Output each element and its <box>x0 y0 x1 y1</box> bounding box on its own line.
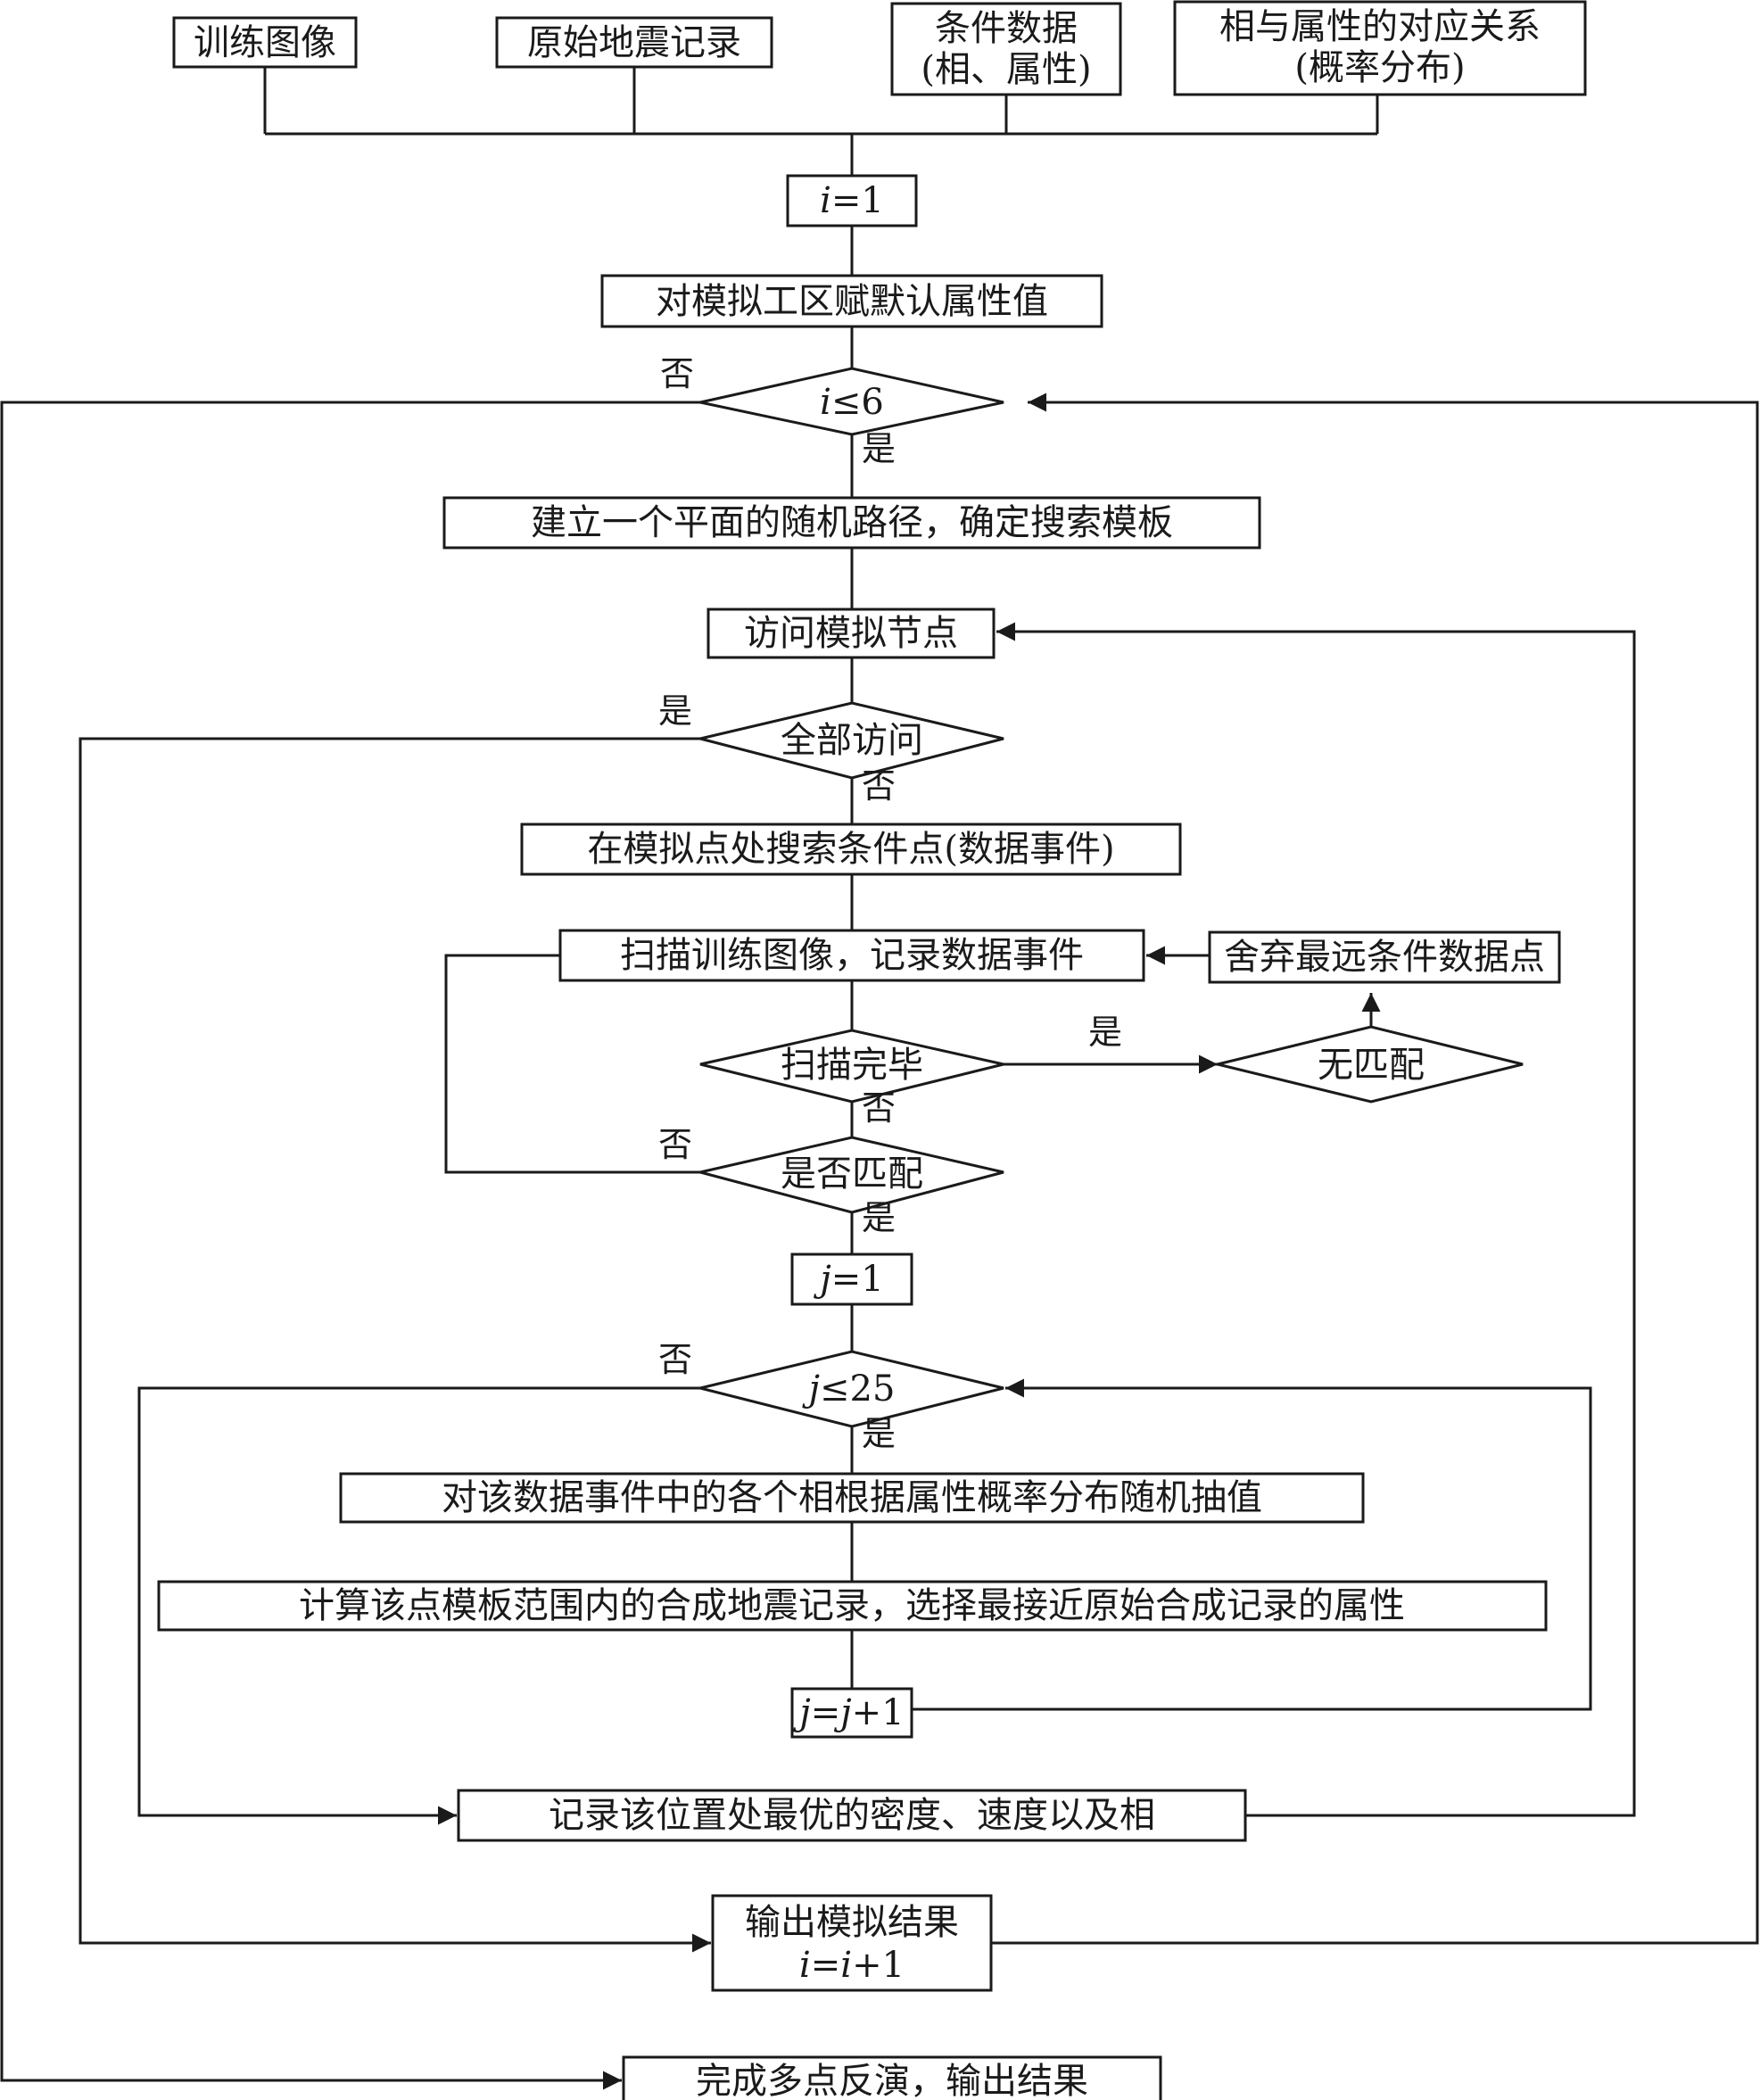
step-visit-node: 访问模拟节点 <box>706 608 996 659</box>
step-random-draw: 对该数据事件中的各个相根据属性概率分布随机抽值 <box>339 1472 1365 1524</box>
label-no-i: 否 <box>660 354 694 393</box>
step-finish: 完成多点反演，输出结果 <box>622 2055 1162 2100</box>
decision-all-visited-label: 全部访问 <box>781 720 923 761</box>
input-facies-attribute-line2: (概率分布) <box>1294 47 1465 88</box>
step-random-path: 建立一个平面的随机路径，确定搜索模板 <box>442 496 1261 550</box>
decision-scan-done: 扫描完毕 <box>699 1029 1004 1104</box>
connectors <box>0 67 1759 2090</box>
step-discard-farthest: 舍弃最远条件数据点 <box>1208 930 1561 984</box>
label-yes-is-match: 是 <box>862 1198 896 1237</box>
step-init-i: i=1 <box>786 174 918 227</box>
label-yes-i: 是 <box>862 429 896 468</box>
step-init-j: j=1 <box>790 1253 913 1306</box>
input-training-image-label: 训练图像 <box>194 22 336 63</box>
label-no-scan-done: 否 <box>862 1088 896 1128</box>
step-inc-j-label: j=j+1 <box>792 1692 904 1733</box>
step-assign-default-label: 对模拟工区赋默认属性值 <box>656 281 1048 322</box>
input-conditional-data-line2: (相、属性) <box>921 49 1091 90</box>
step-discard-farthest-label: 舍弃最远条件数据点 <box>1224 937 1545 978</box>
step-compute-synthetic: 计算该点模板范围内的合成地震记录，选择最接近原始合成记录的属性 <box>157 1580 1548 1632</box>
input-conditional-data: 条件数据 (相、属性) <box>890 2 1122 96</box>
input-training-image: 训练图像 <box>172 16 358 69</box>
step-random-draw-label: 对该数据事件中的各个相根据属性概率分布随机抽值 <box>442 1477 1262 1518</box>
step-search-conditional-label: 在模拟点处搜索条件点(数据事件) <box>587 829 1114 870</box>
input-raw-seismic: 原始地震记录 <box>495 16 773 69</box>
step-visit-node-label: 访问模拟节点 <box>744 613 958 654</box>
input-conditional-data-line1: 条件数据 <box>935 8 1078 49</box>
label-yes-j: 是 <box>862 1414 896 1453</box>
step-output-line2: i=i+1 <box>799 1945 905 1986</box>
step-random-path-label: 建立一个平面的随机路径，确定搜索模板 <box>531 502 1173 543</box>
step-scan-training: 扫描训练图像，记录数据事件 <box>558 929 1145 982</box>
label-no-is-match: 否 <box>658 1125 692 1164</box>
decision-no-match-label: 无匹配 <box>1318 1045 1425 1086</box>
label-yes-scan-done: 是 <box>1088 1013 1122 1052</box>
step-output-line1: 输出模拟结果 <box>745 1902 959 1943</box>
step-output: 输出模拟结果 i=i+1 <box>711 1894 993 1992</box>
step-compute-synthetic-label: 计算该点模板范围内的合成地震记录，选择最接近原始合成记录的属性 <box>299 1585 1405 1626</box>
label-yes-all-visited: 是 <box>658 691 692 731</box>
step-inc-j: j=j+1 <box>790 1687 913 1739</box>
step-search-conditional: 在模拟点处搜索条件点(数据事件) <box>520 823 1182 876</box>
step-assign-default: 对模拟工区赋默认属性值 <box>600 274 1103 328</box>
step-record-optimal: 记录该位置处最优的密度、速度以及相 <box>457 1789 1247 1842</box>
branch-labels: 否 是 是 否 是 否 否 是 否 是 <box>658 354 1122 1453</box>
decision-no-match: 无匹配 <box>1217 1025 1524 1104</box>
decision-i-le-6-label: i≤6 <box>820 382 884 423</box>
label-no-j: 否 <box>658 1340 692 1379</box>
decision-is-match: 是否匹配 <box>699 1136 1004 1214</box>
decision-all-visited: 全部访问 <box>699 701 1004 780</box>
input-facies-attribute-line1: 相与属性的对应关系 <box>1219 6 1541 47</box>
decision-j-le-25-label: j≤25 <box>802 1368 896 1410</box>
decision-is-match-label: 是否匹配 <box>781 1153 923 1195</box>
input-facies-attribute: 相与属性的对应关系 (概率分布) <box>1173 0 1587 96</box>
step-record-optimal-label: 记录该位置处最优的密度、速度以及相 <box>549 1795 1155 1836</box>
step-finish-label: 完成多点反演，输出结果 <box>696 2061 1088 2100</box>
step-scan-training-label: 扫描训练图像，记录数据事件 <box>620 935 1084 976</box>
input-raw-seismic-label: 原始地震记录 <box>527 22 741 63</box>
label-no-all-visited: 否 <box>862 766 896 806</box>
step-init-j-label: j=1 <box>813 1259 883 1300</box>
decision-j-le-25: j≤25 <box>699 1350 1004 1428</box>
step-init-i-label: i=1 <box>820 180 884 221</box>
decision-scan-done-label: 扫描完毕 <box>781 1045 923 1086</box>
decision-i-le-6: i≤6 <box>699 367 1004 436</box>
